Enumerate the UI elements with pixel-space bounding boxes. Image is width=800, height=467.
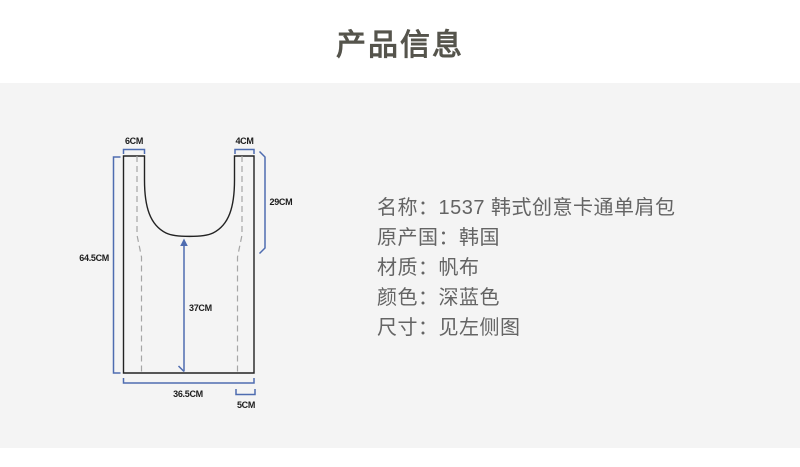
product-info-section: 6CM 4CM 29CM 64.5CM 37CM 36.5CM 5CM 名称：1…: [0, 83, 800, 448]
fold-line-left: [136, 156, 143, 373]
label-body-height: 37CM: [189, 303, 212, 313]
dim-bracket-bottom-width: [122, 378, 255, 384]
bag-outline: [122, 155, 255, 374]
dim-arrow-bottom-tick: [177, 365, 185, 373]
bag-dimension-diagram: 6CM 4CM 29CM 64.5CM 37CM 36.5CM 5CM: [79, 136, 293, 410]
dim-bracket-right-handle: [234, 148, 255, 154]
label-handle-height: 29CM: [270, 197, 293, 207]
product-size-line: 尺寸：见左侧图: [377, 317, 521, 339]
fold-line-right: [236, 156, 243, 373]
dim-arrowhead-top: [180, 238, 188, 246]
dim-bracket-left-handle: [122, 148, 146, 154]
product-origin-line: 原产国：韩国: [377, 227, 500, 249]
header: 产品信息: [0, 0, 800, 83]
footer-spacer: [0, 448, 800, 467]
label-right-handle-width: 4CM: [235, 136, 253, 146]
page-title: 产品信息: [336, 28, 464, 62]
label-left-handle-width: 6CM: [125, 136, 143, 146]
dim-bracket-side-width: [235, 389, 256, 396]
product-name-line: 名称：1537 韩式创意卡通单肩包: [377, 197, 676, 219]
label-side-width: 5CM: [237, 400, 255, 410]
label-total-height: 64.5CM: [79, 253, 109, 263]
dim-line-handle-height: [258, 150, 266, 255]
product-details: 名称：1537 韩式创意卡通单肩包 原产国：韩国 材质：帆布 颜色：深蓝色 尺寸…: [377, 193, 676, 343]
label-bottom-width: 36.5CM: [173, 389, 203, 399]
dim-line-total-height: [112, 156, 121, 374]
product-color-line: 颜色：深蓝色: [377, 287, 500, 309]
product-material-line: 材质：帆布: [377, 257, 480, 279]
